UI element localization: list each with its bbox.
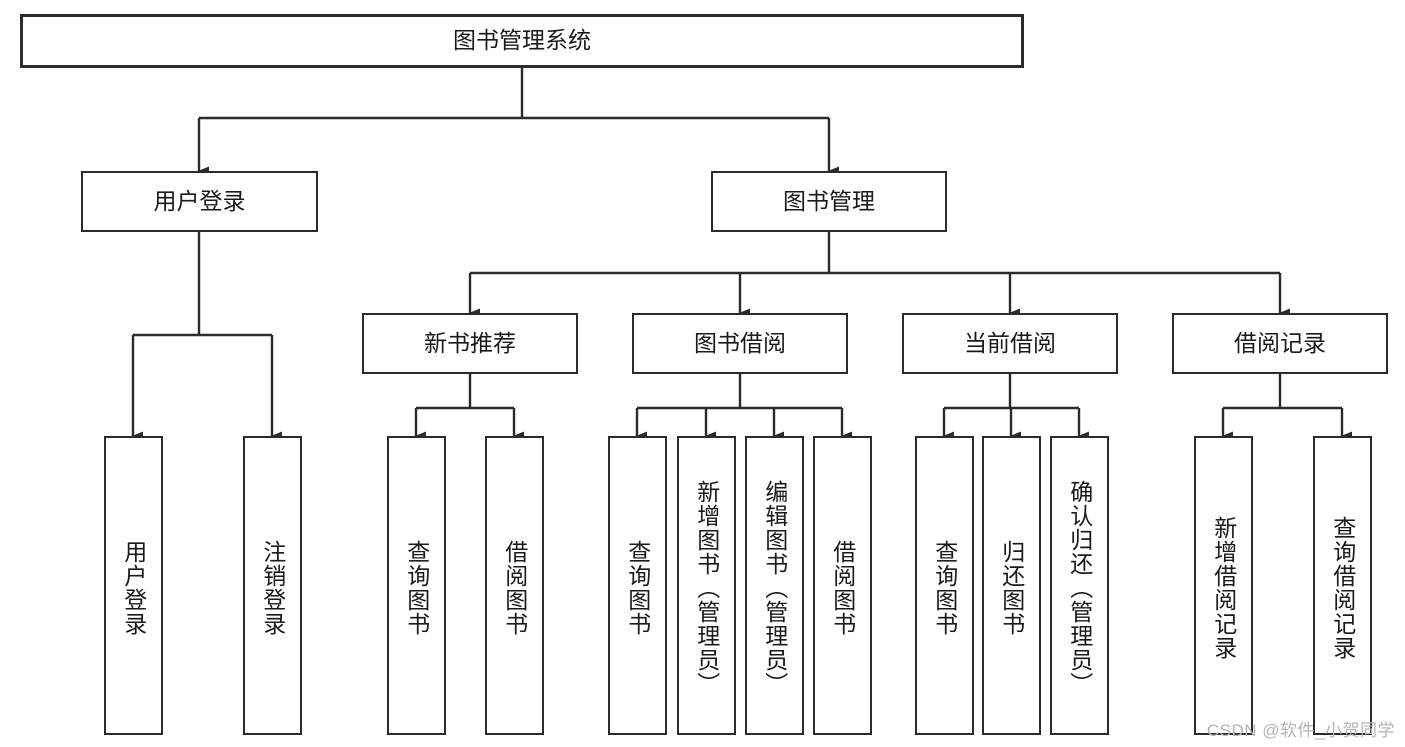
node-label: 借阅图书 xyxy=(501,539,528,636)
node-leaf-edit-book-admin[interactable]: 编辑图书（管理员） xyxy=(745,436,804,735)
node-leaf-add-borrow-record[interactable]: 新增借阅记录 xyxy=(1194,436,1253,735)
node-leaf-logout[interactable]: 注销登录 xyxy=(243,436,302,735)
node-label: 新增图书（管理员） xyxy=(693,479,720,696)
connector-group xyxy=(131,68,1352,441)
node-leaf-query-borrow-record[interactable]: 查询借阅记录 xyxy=(1313,436,1372,735)
node-leaf-query-book-borrowing[interactable]: 查询图书 xyxy=(608,436,667,735)
node-leaf-borrow-book[interactable]: 借阅图书 xyxy=(813,436,872,735)
node-label: 用户登录 xyxy=(120,539,147,636)
node-label: 图书借阅 xyxy=(694,329,786,356)
node-leaf-query-book-current[interactable]: 查询图书 xyxy=(915,436,974,735)
node-book-management[interactable]: 图书管理 xyxy=(711,171,947,232)
node-new-book-recommendation[interactable]: 新书推荐 xyxy=(362,313,578,374)
node-label: 注销登录 xyxy=(259,539,286,636)
node-label: 查询图书 xyxy=(403,539,430,636)
node-label: 当前借阅 xyxy=(964,329,1056,356)
node-label: 图书管理 xyxy=(783,187,875,214)
node-borrowing-record[interactable]: 借阅记录 xyxy=(1172,313,1388,374)
node-label: 查询借阅记录 xyxy=(1329,515,1356,660)
node-label: 借阅图书 xyxy=(829,539,856,636)
node-label: 新增借阅记录 xyxy=(1210,515,1237,660)
node-leaf-confirm-return-admin[interactable]: 确认归还（管理员） xyxy=(1050,436,1109,735)
node-label: 借阅记录 xyxy=(1234,329,1326,356)
node-leaf-borrow-book-recommend[interactable]: 借阅图书 xyxy=(485,436,544,735)
node-label: 新书推荐 xyxy=(424,329,516,356)
node-label: 编辑图书（管理员） xyxy=(761,479,788,696)
node-user-login[interactable]: 用户登录 xyxy=(81,171,318,232)
node-book-borrowing[interactable]: 图书借阅 xyxy=(632,313,848,374)
node-root-book-management-system[interactable]: 图书管理系统 xyxy=(20,14,1024,68)
node-label: 查询图书 xyxy=(624,539,651,636)
node-label: 确认归还（管理员） xyxy=(1066,479,1093,696)
node-leaf-query-book-recommend[interactable]: 查询图书 xyxy=(387,436,446,735)
node-label: 查询图书 xyxy=(931,539,958,636)
node-leaf-return-book[interactable]: 归还图书 xyxy=(982,436,1041,735)
node-label: 图书管理系统 xyxy=(453,27,591,54)
node-leaf-user-login[interactable]: 用户登录 xyxy=(104,436,163,735)
node-leaf-add-book-admin[interactable]: 新增图书（管理员） xyxy=(677,436,736,735)
node-label: 归还图书 xyxy=(998,539,1025,636)
node-current-borrowing[interactable]: 当前借阅 xyxy=(902,313,1118,374)
node-label: 用户登录 xyxy=(153,187,246,214)
